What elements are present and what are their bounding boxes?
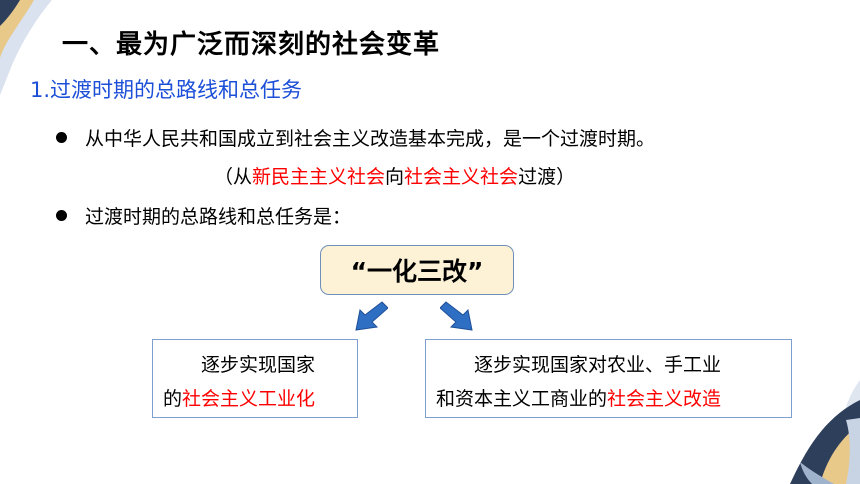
industrialization-prefix: 的 (163, 388, 183, 410)
socialist-transformation-box: 逐步实现国家对农业、手工业 和资本主义工商业的社会主义改造 (425, 339, 792, 418)
transformation-highlight: 社会主义改造 (607, 388, 722, 410)
note-highlight-new-democracy: 新民主主义社会 (252, 166, 386, 188)
transformation-prefix: 和资本主义工商业的 (436, 388, 608, 410)
transition-note: （从新民主主义社会向社会主义社会过渡） (214, 162, 575, 189)
bullet-dot-icon (56, 132, 67, 143)
center-label-box: “一化三改” (320, 245, 514, 295)
note-highlight-socialism: 社会主义社会 (404, 166, 519, 188)
note-open: （从 (214, 166, 253, 188)
industrialization-highlight: 社会主义工业化 (182, 388, 316, 410)
industrialization-line1: 逐步实现国家 (201, 354, 316, 376)
arrow-down-right-icon (440, 301, 473, 331)
note-close: 过渡） (518, 166, 576, 188)
bullet-text: 过渡时期的总路线和总任务是： (85, 206, 352, 228)
bullet-text: 从中华人民共和国成立到社会主义改造基本完成，是一个过渡时期。 (85, 128, 656, 150)
bullet-item-general-line: 过渡时期的总路线和总任务是： (56, 202, 351, 229)
note-mid: 向 (385, 166, 405, 188)
transformation-line2: 和资本主义工商业的社会主义改造 (436, 382, 781, 416)
section-subtitle: 1.过渡时期的总路线和总任务 (30, 78, 303, 102)
page-title: 一、最为广泛而深刻的社会变革 (62, 30, 441, 60)
bullet-item-transition-period: 从中华人民共和国成立到社会主义改造基本完成，是一个过渡时期。 (56, 124, 655, 151)
transformation-line1: 逐步实现国家对农业、手工业 (474, 354, 722, 376)
bullet-dot-icon (56, 210, 67, 221)
industrialization-box: 逐步实现国家 的社会主义工业化 (152, 339, 358, 418)
industrialization-line2: 的社会主义工业化 (163, 382, 347, 416)
arrow-down-left-icon (355, 301, 388, 331)
